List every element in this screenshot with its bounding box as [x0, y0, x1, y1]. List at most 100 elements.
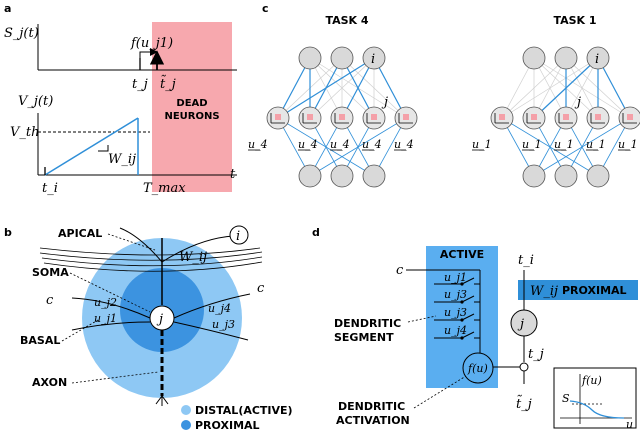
input-i-label: i: [236, 229, 240, 244]
inset-u: u: [626, 418, 633, 431]
c-left-label: c: [46, 293, 54, 308]
t-i-label-d: t_i: [518, 253, 534, 268]
basal-right-1: [173, 293, 251, 319]
panel-a: a DEAD NEURONS S_j(t) f(u_j1) t_j t̃_j V…: [4, 2, 237, 196]
task4-dead-marker: [403, 114, 409, 120]
activation-node: [462, 352, 494, 384]
u-j3b-label-d: u_j3: [444, 306, 467, 319]
v-axis-label: V_j(t): [18, 94, 53, 109]
u-j4-label-d: u_j4: [444, 324, 467, 337]
s-axis-label: S_j(t): [4, 26, 39, 41]
task4-node-glyph: [334, 113, 349, 124]
task4-dead-marker: [371, 114, 377, 120]
t-j-tilde-label: t̃_j: [160, 75, 176, 92]
dead-neurons-region: [152, 22, 232, 192]
panel-label-b: b: [4, 226, 12, 239]
potential-ramp: [44, 117, 139, 176]
active-label: ACTIVE: [440, 248, 484, 261]
apical-branch-right: [161, 235, 235, 263]
task1-input-label: u_1: [586, 138, 606, 151]
inset-s: S: [562, 392, 570, 405]
task4-input-label: u_4: [248, 138, 268, 151]
dendritic-activation-2: ACTIVATION: [336, 414, 410, 427]
f-u-label: f(u): [467, 362, 488, 375]
task1-input-label: u_1: [554, 138, 574, 151]
task4-dead-marker: [307, 114, 313, 120]
soma-j: [149, 305, 175, 331]
task-right-title: TASK 1: [553, 14, 596, 27]
task4-edge-active: [277, 57, 375, 119]
proximal-label: PROXIMAL: [562, 284, 627, 297]
task1-node-glyph: [622, 113, 637, 124]
task1-dead-marker: [531, 114, 537, 120]
task4-dead-marker: [339, 114, 345, 120]
dendritic-segment-1: DENDRITIC: [334, 317, 401, 330]
u-j3a-label-d: u_j3: [444, 288, 467, 301]
inset-f-u: f(u): [581, 374, 602, 387]
dendritic-switches: [434, 277, 480, 340]
soma-label: SOMA: [32, 266, 69, 279]
t-j-label: t_j: [132, 77, 148, 92]
soma-j-label: j: [156, 312, 163, 327]
axon-terminal: [155, 395, 169, 406]
task1-output-node: [522, 46, 546, 70]
panel-label-d: d: [312, 226, 320, 239]
w-ij-label-b: W_ij: [179, 250, 207, 265]
panel-b: b j i W_ij APICAL SOMA BASAL AXON: [4, 225, 293, 431]
panel-label-c: c: [262, 2, 269, 15]
segment-pointer: [407, 315, 437, 323]
u-j3-label: u_j3: [212, 318, 235, 331]
w-ij-label-a: W_ij: [108, 152, 136, 167]
switch-blade: [461, 295, 475, 303]
v-th-label: V_th: [10, 125, 40, 140]
apical-label: APICAL: [58, 227, 102, 240]
t-j-label-d: t_j: [528, 347, 544, 362]
task1-dead-marker: [627, 114, 633, 120]
w-ij-label-d: W_ij: [530, 284, 558, 299]
dendritic-activation-1: DENDRITIC: [338, 400, 405, 413]
f-label: f(u_j1): [130, 36, 173, 51]
task4-input-node: [330, 164, 354, 188]
task-left-title: TASK 4: [325, 14, 368, 27]
task1-dead-marker: [563, 114, 569, 120]
apical-fiber-1: [39, 247, 261, 256]
task4-output-node: [298, 46, 322, 70]
task1-dead-marker: [499, 114, 505, 120]
t-j-tilde-label-d: t̃_j: [516, 395, 532, 412]
t-axis-label: t: [230, 167, 236, 182]
task1-edge-bg: [533, 57, 631, 119]
task1-node-glyph: [590, 113, 605, 124]
task4-node-glyph: [270, 113, 285, 124]
delay-arrow: [139, 48, 158, 58]
task1-input-label: u_1: [618, 138, 638, 151]
c-label-d: c: [396, 263, 404, 278]
task4-node-glyph: [366, 113, 381, 124]
switch-blade: [461, 331, 475, 339]
switch-pivot: [460, 300, 464, 304]
task4-output-node: [330, 46, 354, 70]
task4-input-label: u_4: [394, 138, 414, 151]
u-j2-label: u_j2: [94, 296, 117, 309]
task1-input-label: u_1: [472, 138, 492, 151]
legend-proximal-marker: [181, 420, 191, 430]
delay-junction: [519, 362, 529, 372]
task4-edge-bg: [309, 57, 375, 119]
apical-fiber-4: [43, 261, 263, 272]
basal-right-2: [173, 321, 249, 341]
task1-node-glyph: [494, 113, 509, 124]
dendritic-segment-2: SEGMENT: [334, 331, 394, 344]
task1-edge-input: [501, 117, 599, 177]
j-label-left: j: [381, 95, 388, 110]
task4-dead-marker: [275, 114, 281, 120]
u-j4-label: u_j4: [208, 302, 231, 315]
task1-output-node: [586, 46, 610, 70]
task4-node-glyph: [302, 113, 317, 124]
task4-node-glyph: [398, 113, 413, 124]
inset-curve: [569, 400, 625, 419]
c-right-label: c: [257, 281, 265, 296]
task1-dead-marker: [595, 114, 601, 120]
